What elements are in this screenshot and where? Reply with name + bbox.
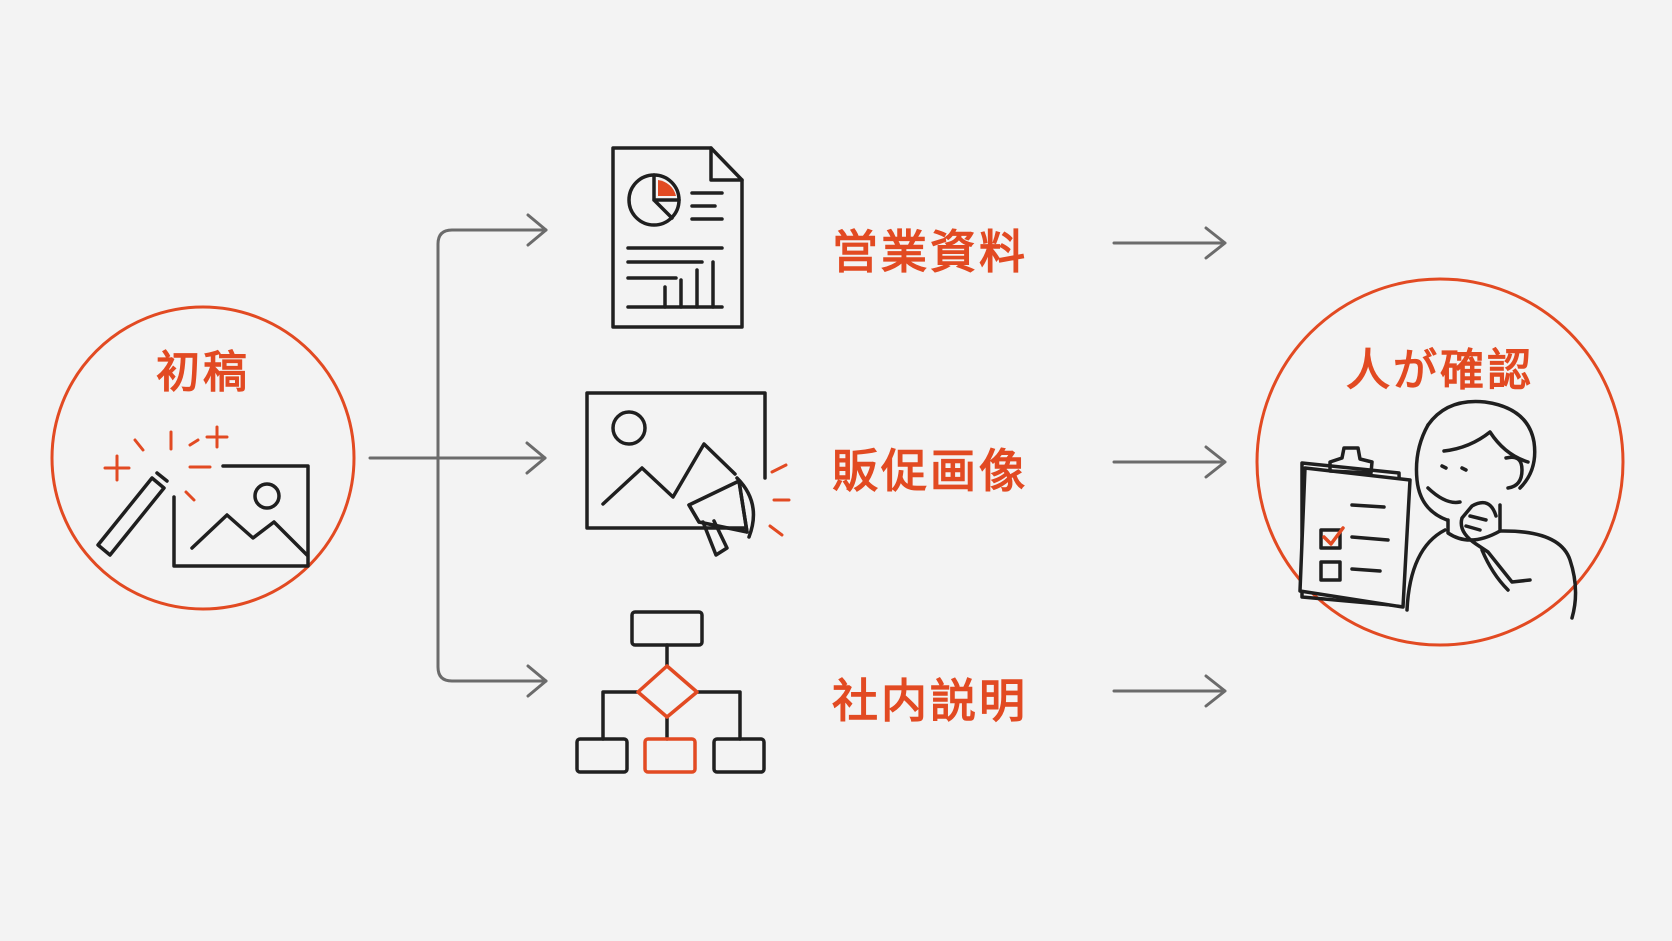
output-arrows	[1112, 226, 1227, 708]
end-label: 人が確認	[1346, 345, 1534, 396]
sparkle-icon	[103, 425, 229, 502]
output-label-sales-material: 営業資料	[832, 225, 1028, 279]
person-checklist-icon	[1298, 399, 1578, 620]
branch-connector	[368, 213, 548, 698]
output-label-internal-explanation: 社内説明	[832, 674, 1028, 728]
start-label: 初稿	[156, 347, 250, 398]
end-circle	[1255, 277, 1625, 647]
output-label-promo-image: 販促画像	[832, 444, 1028, 498]
report-document-icon	[611, 146, 744, 329]
start-circle	[50, 305, 356, 611]
promo-image-megaphone-icon	[585, 391, 791, 557]
flowchart-icon	[575, 610, 766, 774]
magic-wand-image-icon	[96, 464, 310, 568]
